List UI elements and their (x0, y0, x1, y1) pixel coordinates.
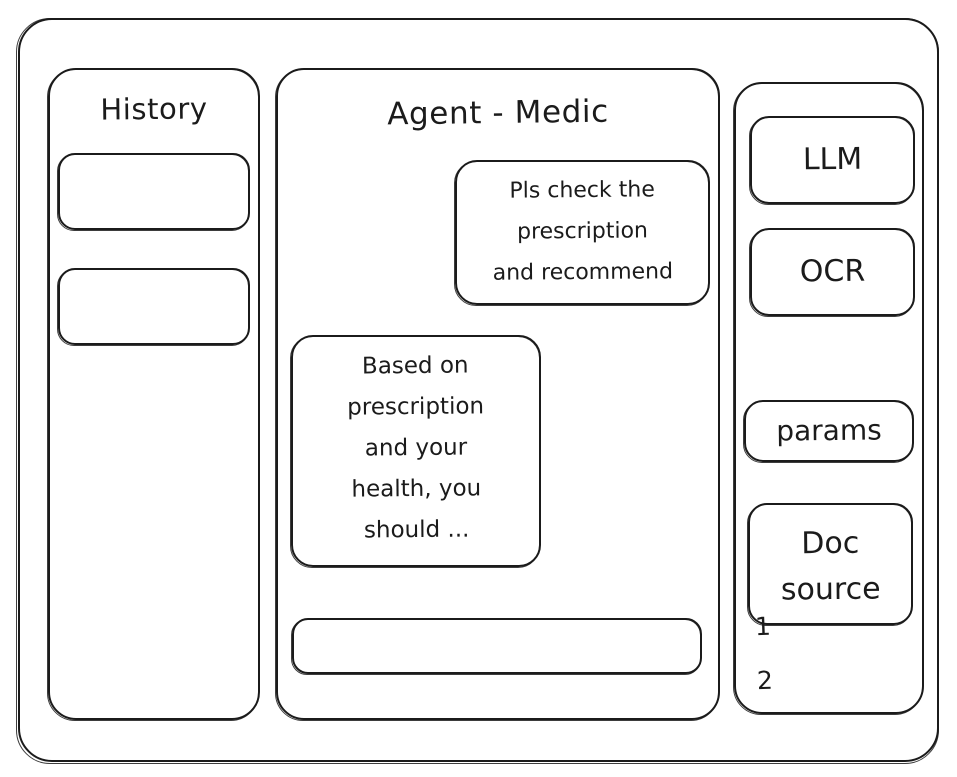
history-list-item[interactable] (57, 153, 250, 231)
message-input[interactable] (291, 618, 702, 675)
agent-message-text: Based on prescription and your health, y… (347, 352, 485, 544)
history-title: History (100, 91, 208, 127)
tool-label-params: params (776, 413, 882, 448)
tool-label-doc-source: Doc source (780, 525, 881, 608)
tool-label-ocr: OCR (799, 253, 866, 290)
page-title: Agent - Medic (386, 93, 610, 133)
user-message-text: Pls check the prescription and recommend (492, 177, 674, 286)
tool-label-llm: LLM (802, 141, 863, 178)
history-list-item[interactable] (57, 268, 250, 346)
doc-source-item-1[interactable]: 1 (754, 611, 772, 642)
doc-source-item-2[interactable]: 2 (756, 665, 774, 696)
